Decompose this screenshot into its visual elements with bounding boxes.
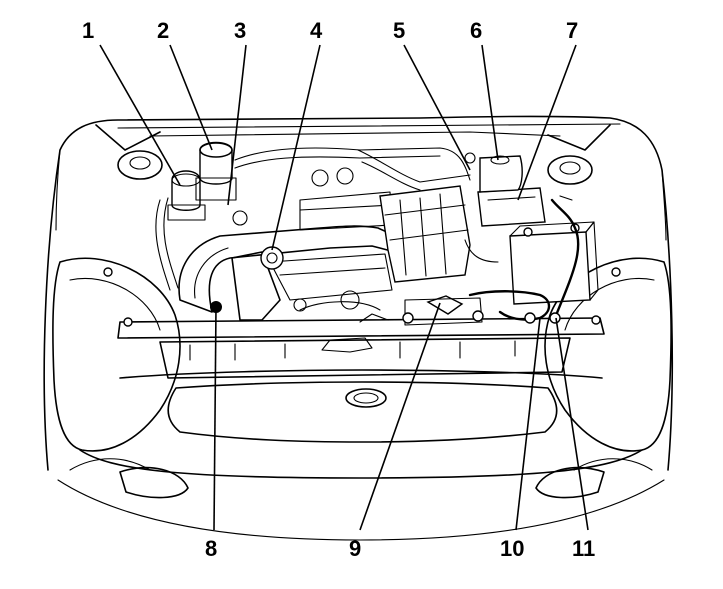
engine-components — [117, 141, 599, 326]
leader-3 — [227, 44, 247, 206]
callout-4: 4 — [310, 18, 323, 43]
leader-11 — [555, 317, 589, 531]
callout-7: 7 — [566, 18, 578, 43]
leader-7 — [517, 44, 577, 201]
leader-4 — [271, 44, 321, 251]
leader-5 — [403, 44, 471, 171]
callout-2: 2 — [157, 18, 169, 43]
callout-1: 1 — [82, 18, 94, 43]
leader-1 — [99, 44, 181, 186]
leader-10 — [515, 317, 541, 531]
callout-10: 10 — [500, 536, 524, 561]
callout-9: 9 — [349, 536, 361, 561]
leader-6 — [481, 44, 499, 161]
callout-5: 5 — [393, 18, 405, 43]
callout-6: 6 — [470, 18, 482, 43]
leader-2 — [169, 44, 213, 151]
callout-labels: 1 2 3 4 5 6 7 8 9 10 11 — [82, 18, 595, 561]
leader-lines — [99, 44, 589, 531]
leader-8 — [213, 306, 217, 531]
car-body-outline — [43, 115, 674, 541]
leader-9 — [359, 302, 441, 531]
callout-3: 3 — [234, 18, 246, 43]
callout-11: 11 — [572, 536, 595, 561]
callout-8: 8 — [205, 536, 217, 561]
